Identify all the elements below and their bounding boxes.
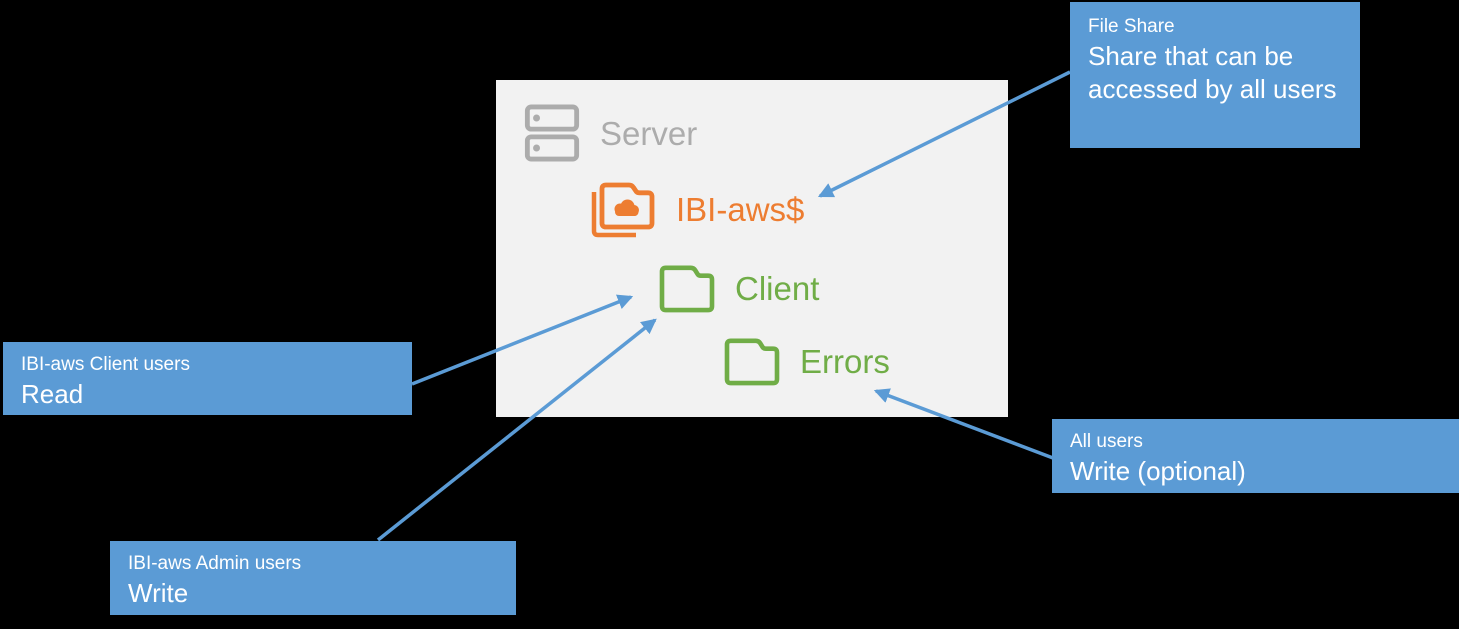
file-share-row: IBI-aws$ — [590, 178, 804, 240]
callout-file-share: File Share Share that can be accessed by… — [1070, 2, 1360, 148]
callout-title: IBI-aws Client users — [21, 354, 190, 375]
server-row: Server — [523, 102, 697, 164]
callout-title: IBI-aws Admin users — [128, 553, 302, 574]
callout-body: Write — [128, 577, 189, 608]
shared-cloud-folder-icon — [591, 182, 655, 238]
folder-icon — [659, 265, 715, 313]
errors-folder-label: Errors — [800, 342, 890, 380]
client-folder-label: Client — [735, 269, 820, 307]
cloud-glyph — [614, 199, 639, 216]
callout-all-users: All users Write (optional) — [1052, 419, 1459, 493]
server-panel: Server IBI-aws$ Client — [496, 80, 1008, 417]
callout-body: Share that can be accessed by all users — [1088, 40, 1337, 104]
errors-folder-row: Errors — [721, 336, 890, 386]
server-icon — [524, 104, 580, 162]
callout-title: File Share — [1088, 16, 1175, 37]
callout-admin-users: IBI-aws Admin users Write — [110, 541, 516, 615]
callout-title: All users — [1070, 431, 1143, 452]
callout-body: Read — [21, 378, 84, 409]
file-share-label: IBI-aws$ — [676, 190, 805, 228]
server-label: Server — [600, 114, 698, 152]
callout-client-users: IBI-aws Client users Read — [3, 342, 412, 415]
folder-icon — [724, 338, 780, 386]
callout-body: Write (optional) — [1070, 455, 1246, 486]
client-folder-row: Client — [656, 263, 819, 313]
